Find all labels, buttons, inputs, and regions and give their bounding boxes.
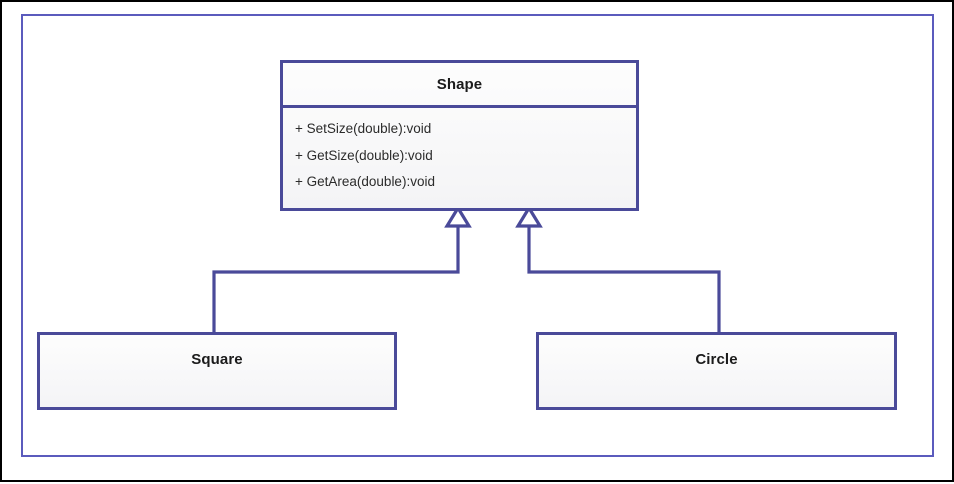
uml-class-shape[interactable]: Shape + SetSize(double):void + GetSize(d… [280, 60, 639, 211]
diagram-frame [21, 14, 934, 457]
uml-class-circle[interactable]: Circle [536, 332, 897, 410]
uml-member-getarea: + GetArea(double):void [295, 174, 435, 189]
uml-member-getsize: + GetSize(double):void [295, 147, 433, 163]
uml-class-name-square: Square [191, 351, 243, 368]
uml-member-setsize: + SetSize(double):void [295, 121, 432, 136]
uml-class-name-circle: Circle [695, 351, 738, 368]
uml-class-members-shape: + SetSize(double):void + GetSize(double)… [283, 108, 636, 202]
uml-class-name-shape: Shape [436, 76, 483, 93]
uml-class-divider-shape [283, 105, 636, 108]
uml-class-square[interactable]: Square [37, 332, 397, 410]
